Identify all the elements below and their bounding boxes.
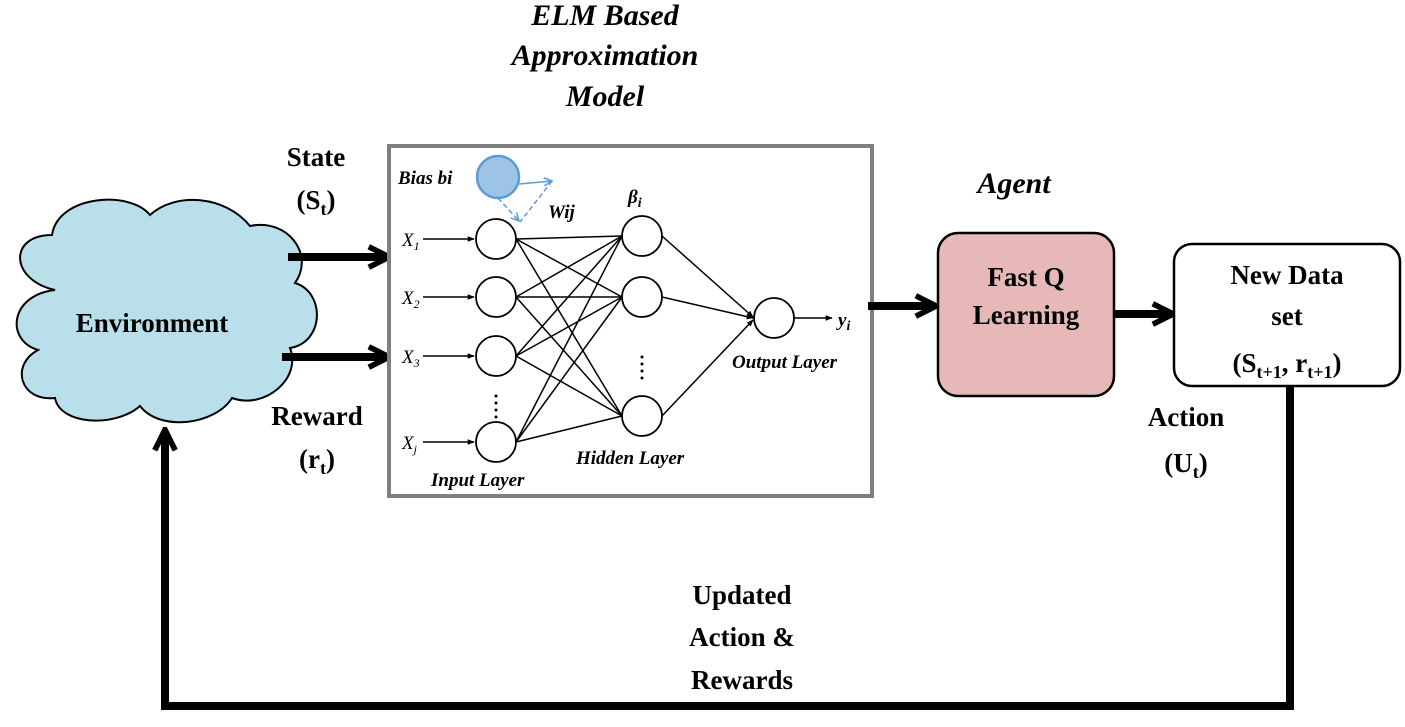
fast-q-learning-box: Fast Q Learning [936,231,1116,398]
output-node [753,297,795,339]
input-ellipsis [494,394,498,419]
reward-label: Reward (rt) [271,401,362,478]
svg-text:ELM Based: ELM Based [530,0,680,32]
x1-label: X1 [401,230,420,253]
svg-text:New Data: New Data [1230,260,1344,290]
state-label: State (St) [287,142,345,219]
bias-dashed-arrow [497,197,519,221]
hidden-node [621,276,663,318]
svg-text:State: State [287,142,345,172]
new-data-set-box: New Data set (St+1, rt+1) [1172,242,1402,388]
input-node [475,218,517,260]
svg-text:Approximation: Approximation [510,39,699,72]
svg-text:Learning: Learning [973,300,1080,330]
bias-arrow [518,181,552,184]
bias-label: Bias bi [397,168,453,189]
agent-label: Agent [975,167,1052,200]
beta-label: βi [627,187,642,211]
bias-dashed-line [519,180,553,223]
svg-text:(rt): (rt) [299,444,335,478]
bias-node [475,154,521,200]
elm-title: ELM Based Approximation Model [510,0,699,113]
environment-cloud: Environment [15,198,318,424]
xj-label: Xj [401,433,418,456]
input-node [475,276,517,318]
svg-text:(St+1, rt+1): (St+1, rt+1) [1232,348,1341,382]
output-layer-label: Output Layer [732,352,838,373]
svg-text:set: set [1271,301,1302,331]
svg-text:Model: Model [565,80,645,113]
elm-model-box: Bias bi Wij βi X1 X2 X3 Xj [387,144,874,498]
svg-text:Action &: Action & [689,622,795,652]
hidden-output-connections [661,235,754,417]
input-hidden-connections [515,235,623,443]
svg-text:(Ut): (Ut) [1164,448,1208,482]
input-node [475,421,517,463]
svg-text:Reward: Reward [271,401,362,431]
updated-label: Updated Action & Rewards [689,580,795,695]
hidden-layer-label: Hidden Layer [575,448,685,469]
y-label: yi [836,310,850,334]
wij-label: Wij [548,202,575,223]
hidden-ellipsis [640,355,644,380]
hidden-node [621,215,663,257]
input-node [475,335,517,377]
input-layer-label: Input Layer [430,470,525,491]
hidden-node [621,395,663,437]
svg-text:Fast Q: Fast Q [987,262,1064,292]
action-label: Action (Ut) [1148,402,1225,482]
environment-label: Environment [76,308,229,338]
x3-label: X3 [401,347,420,370]
svg-text:(St): (St) [296,185,335,219]
svg-text:Action: Action [1148,402,1225,432]
svg-text:Updated: Updated [692,580,791,610]
svg-text:Rewards: Rewards [691,665,793,695]
x2-label: X2 [401,288,420,311]
feedback-loop-arrow [165,386,1294,710]
